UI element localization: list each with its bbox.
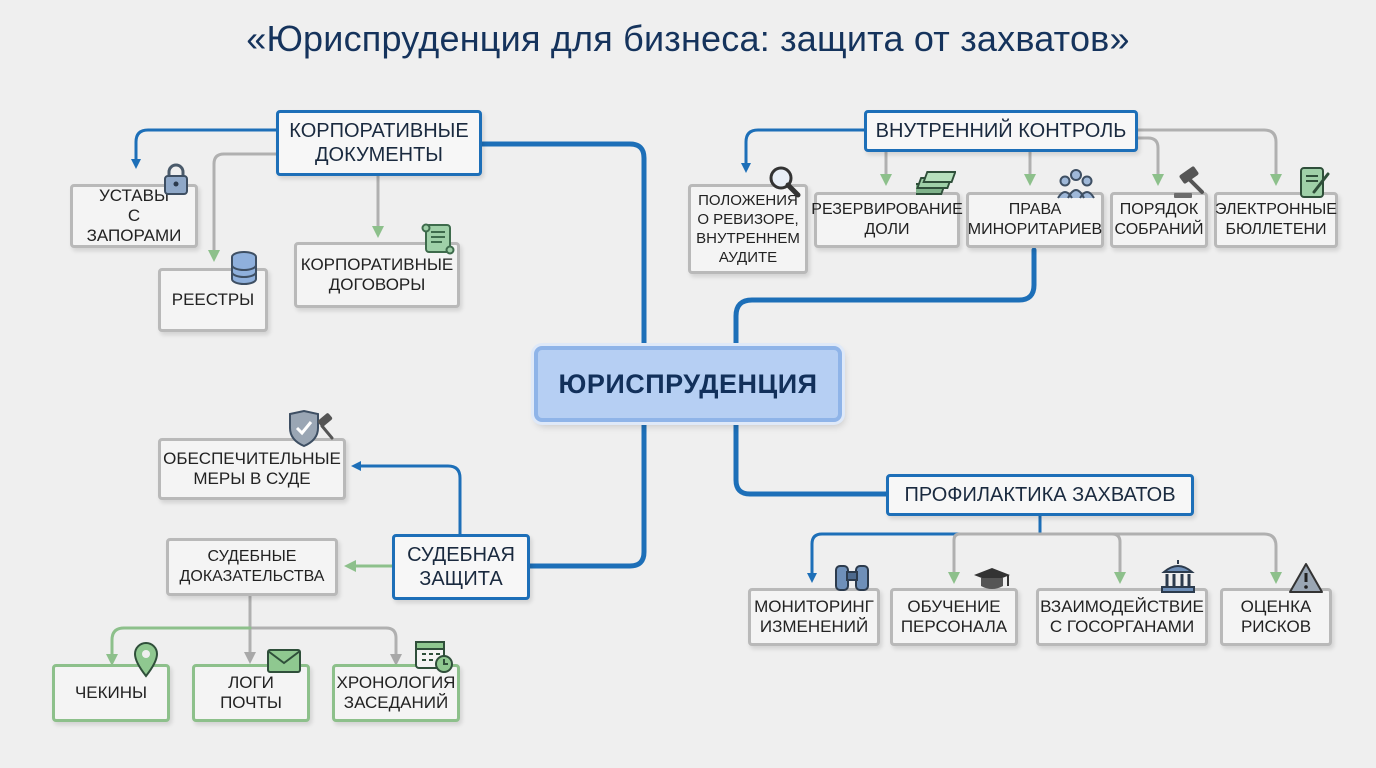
page-title: «Юриспруденция для бизнеса: защита от за… xyxy=(246,18,1130,59)
link-court-injunctions xyxy=(351,461,462,538)
link-prevention-monitoring xyxy=(807,514,1042,583)
leaf-court-evidence[interactable]: Судебные доказательства xyxy=(166,538,338,596)
leaf-checkins[interactable]: Чекины xyxy=(52,664,170,722)
magnifier-icon xyxy=(769,166,801,198)
branch-prevention[interactable]: Профилактика захватов xyxy=(886,474,1194,516)
leaf-minority-rights[interactable]: Права миноритариев xyxy=(966,192,1104,248)
leaf-auditor[interactable]: Положения о ревизоре, внутреннем аудите xyxy=(688,184,808,274)
map-pin-icon xyxy=(133,642,159,678)
link-corporate-charters xyxy=(131,128,278,169)
graduation-cap-icon xyxy=(974,568,1010,589)
binoculars-icon xyxy=(835,565,869,591)
lock-icon xyxy=(164,163,188,195)
leaf-monitoring[interactable]: Мониторинг изменений xyxy=(748,588,880,646)
leaf-meeting-order[interactable]: Порядок собраний xyxy=(1110,192,1208,248)
leaf-staff-training[interactable]: Обучение персонала xyxy=(890,588,1018,646)
scroll-icon xyxy=(421,223,455,255)
shield-gavel-icon xyxy=(289,410,334,448)
database-icon xyxy=(231,251,257,285)
tablet-icon xyxy=(1300,167,1330,198)
envelope-icon xyxy=(267,649,301,673)
leaf-share-reservation[interactable]: Резервирование доли xyxy=(811,192,963,248)
leaf-mail-logs[interactable]: Логи почты xyxy=(192,664,310,722)
government-building-icon xyxy=(1161,560,1195,593)
money-stack-icon xyxy=(916,171,956,195)
leaf-meeting-chronology[interactable]: Хронология заседаний xyxy=(332,664,460,722)
branch-corporate-documents[interactable]: Корпоративные документы xyxy=(276,110,482,176)
calendar-clock-icon xyxy=(415,641,453,673)
branch-court-protection[interactable]: Судебная защита xyxy=(392,534,530,600)
link-center-internal xyxy=(733,247,1037,497)
leaf-injunctions[interactable]: Обеспечительные меры в суде xyxy=(158,438,346,500)
link-internal-auditor xyxy=(741,128,868,173)
branch-internal-control[interactable]: Внутренний контроль xyxy=(864,110,1138,152)
warning-icon xyxy=(1289,563,1323,593)
central-topic[interactable]: Юриспруденция xyxy=(534,346,842,422)
leaf-authorities[interactable]: Взаимодействие с госорганами xyxy=(1036,588,1208,646)
gavel-icon xyxy=(1174,166,1204,198)
leaf-electronic-ballots[interactable]: Электронные бюллетени xyxy=(1214,192,1338,248)
leaf-risk-assessment[interactable]: Оценка рисков xyxy=(1220,588,1332,646)
people-group-icon xyxy=(1057,169,1095,199)
